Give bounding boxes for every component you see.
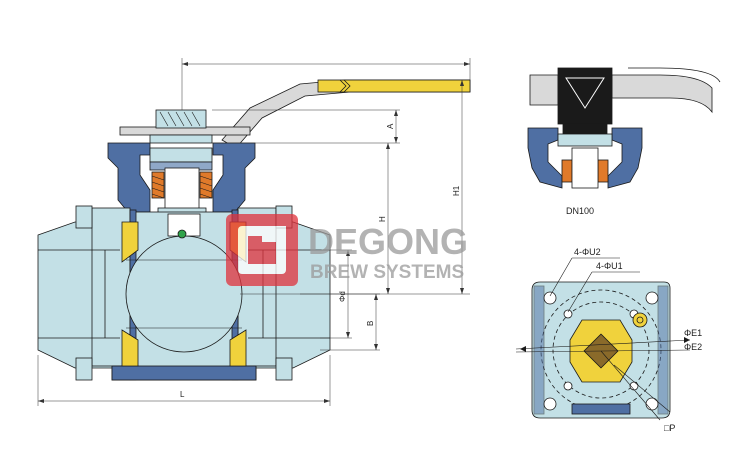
dimension-lines <box>37 58 471 406</box>
dimension-arrows <box>38 62 470 403</box>
dn100-label: DN100 <box>566 206 594 216</box>
bolt-holes-u1 <box>563 309 639 391</box>
flange-leaders <box>515 257 691 421</box>
flange-arrows <box>520 337 690 352</box>
flange-top-view <box>531 281 671 419</box>
dim-label-h1: H1 <box>452 185 461 196</box>
label-u1: 4-ΦU1 <box>596 261 623 271</box>
dim-label-b: B <box>366 321 375 326</box>
watermark-subtitle: BREW SYSTEMS <box>310 262 464 283</box>
handle-lever <box>119 79 471 149</box>
label-u2: 4-ΦU2 <box>574 247 601 257</box>
label-p: □P <box>664 423 675 433</box>
dim-label-a: A <box>386 123 395 129</box>
springs <box>151 171 213 199</box>
label-e2: ΦE2 <box>684 342 702 352</box>
dim-label-d: Φd <box>338 291 347 302</box>
label-e1: ΦE1 <box>684 328 702 338</box>
dim-label-h: H <box>378 216 387 222</box>
watermark-brand: DEGONG <box>308 221 468 262</box>
packing <box>149 147 213 163</box>
watermark-logo: DEGONG BREW SYSTEMS <box>226 214 468 286</box>
dim-label-l: L <box>180 390 185 399</box>
stem-nut <box>149 109 213 144</box>
ball <box>125 235 243 353</box>
position-marker <box>632 312 648 328</box>
ball-slot-marker <box>177 229 187 239</box>
handle-grip <box>317 79 471 93</box>
dn100-detail <box>527 67 721 189</box>
stem <box>164 167 200 215</box>
